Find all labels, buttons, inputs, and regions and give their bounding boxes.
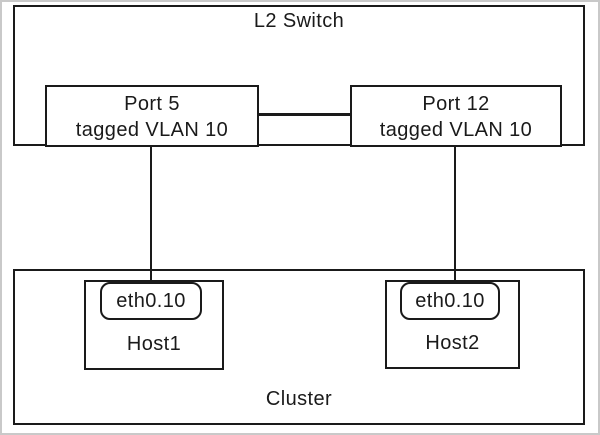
l2-switch-label: L2 Switch <box>253 10 345 32</box>
port-5-name: Port 5 <box>124 93 180 115</box>
port-5-vlan: tagged VLAN 10 <box>75 119 229 141</box>
port-12-label: Port 12 tagged VLAN 10 <box>352 91 560 143</box>
uplink-line-host2 <box>454 145 456 284</box>
port-5-label: Port 5 tagged VLAN 10 <box>47 91 257 143</box>
host-2-box: Host2 <box>385 280 520 369</box>
host-2-label: Host2 <box>425 332 480 354</box>
port-5-box: Port 5 tagged VLAN 10 <box>45 85 259 147</box>
cluster-box <box>13 269 585 425</box>
port-12-name: Port 12 <box>422 93 490 115</box>
uplink-line-host1 <box>150 145 152 284</box>
host-1-label: Host1 <box>126 333 182 355</box>
cluster-label: Cluster <box>265 388 333 410</box>
eth-interface-badge-host2: eth0.10 <box>400 282 500 320</box>
port-12-vlan: tagged VLAN 10 <box>379 119 533 141</box>
eth-interface-badge-host1: eth0.10 <box>100 282 202 320</box>
trunk-link-line <box>257 113 352 116</box>
host-1-box: Host1 <box>84 280 224 370</box>
l2-switch-box <box>13 5 585 146</box>
port-12-box: Port 12 tagged VLAN 10 <box>350 85 562 147</box>
